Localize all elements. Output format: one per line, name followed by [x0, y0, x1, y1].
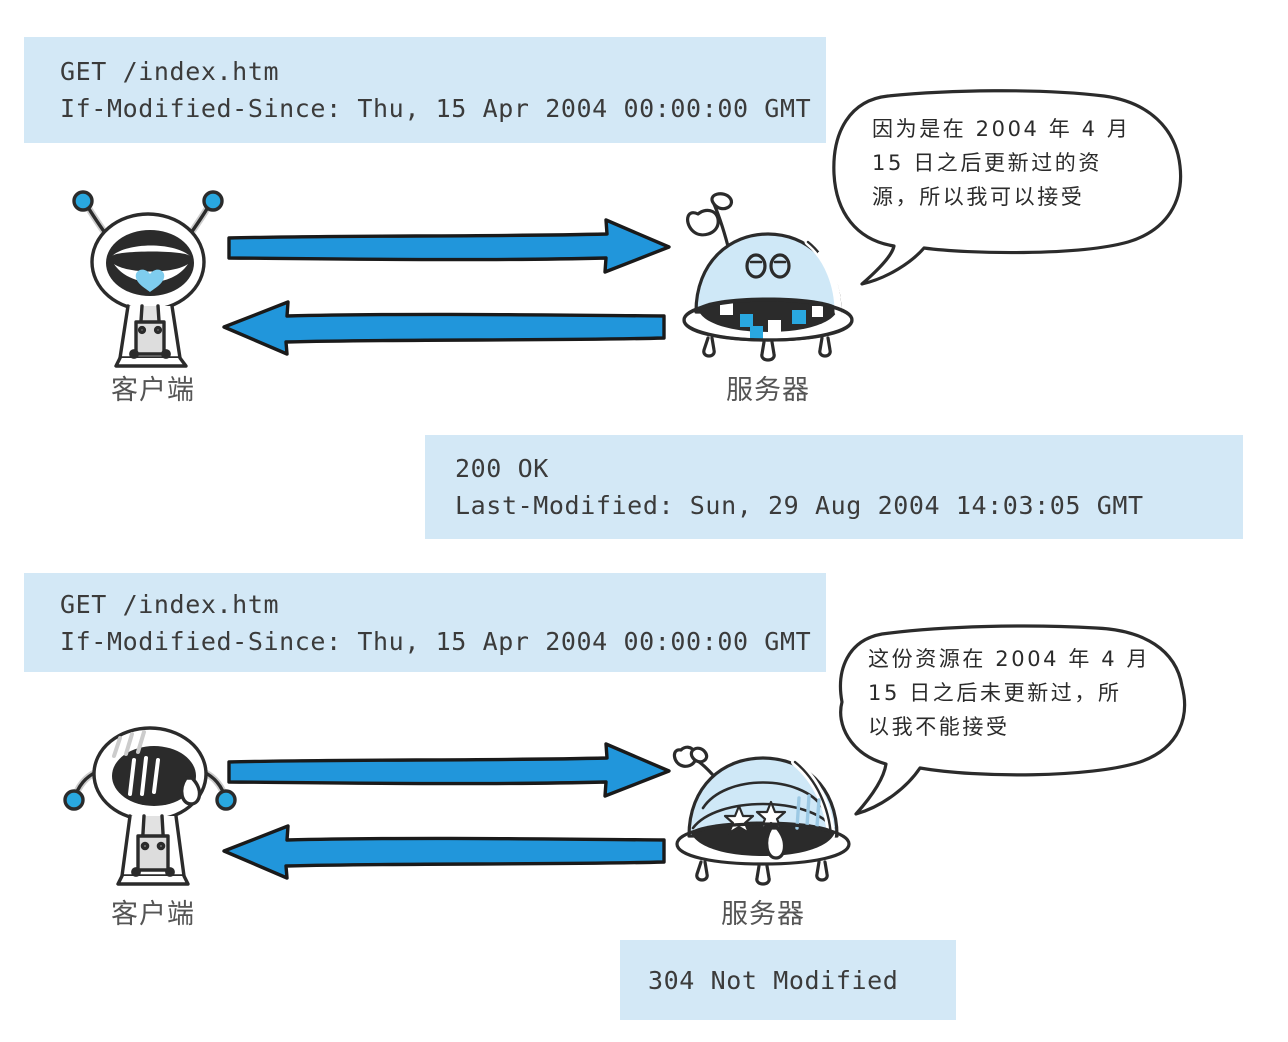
arrow-left-icon [222, 824, 666, 880]
arrow-right-icon [227, 218, 671, 274]
speech-bubble-text-1: 因为是在 2004 年 4 月 15 日之后更新过的资 源，所以我可以接受 [872, 117, 1131, 210]
response-line-header-1: Last-Modified: Sun, 29 Aug 2004 14:03:05… [455, 491, 1144, 520]
happy-server-ufo-icon [682, 192, 854, 362]
request-arrow-2 [225, 742, 675, 802]
response-line-status-1: 200 OK [455, 454, 549, 483]
server-actor-1: 服务器 [668, 190, 868, 420]
speech-bubble-outline-icon [838, 624, 1187, 816]
request-line-method-2: GET /index.htm [60, 589, 280, 619]
speech-bubble-server-1: 因为是在 2004 年 4 月 15 日之后更新过的资 源，所以我可以接受 [828, 88, 1188, 288]
speech-bubble-outline-icon [832, 89, 1183, 286]
sad-server-ufo-icon [672, 745, 851, 886]
client-label-1: 客户端 [111, 375, 195, 406]
server-label-1: 服务器 [726, 375, 810, 406]
speech-bubble-text-2: 这份资源在 2004 年 4 月 15 日之后未更新过，所 以我不能接受 [868, 647, 1151, 740]
response-arrow-2 [218, 822, 668, 882]
client-actor-2: 客户端 [58, 712, 248, 944]
client-actor-1: 客户端 [58, 190, 248, 420]
request-line-header-1: If-Modified-Since: Thu, 15 Apr 2004 00:0… [60, 94, 812, 123]
speech-bubble-server-2: 这份资源在 2004 年 4 月 15 日之后未更新过，所 以我不能接受 [828, 620, 1194, 820]
request-panel-1: GET /index.htm If-Modified-Since: Thu, 1… [24, 37, 826, 143]
arrow-left-icon [222, 300, 666, 356]
response-panel-2: 304 Not Modified [620, 940, 956, 1020]
arrow-right-icon [227, 742, 671, 798]
request-line-method-1: GET /index.htm [60, 57, 280, 86]
response-line-status-2: 304 Not Modified [648, 965, 899, 995]
sad-client-robot-icon [63, 726, 237, 886]
request-line-header-2: If-Modified-Since: Thu, 15 Apr 2004 00:0… [60, 626, 812, 656]
request-panel-2: GET /index.htm If-Modified-Since: Thu, 1… [24, 573, 826, 672]
client-label-2: 客户端 [111, 899, 195, 930]
response-arrow-1 [218, 298, 668, 358]
server-label-2: 服务器 [721, 899, 805, 930]
response-panel-1: 200 OK Last-Modified: Sun, 29 Aug 2004 1… [425, 435, 1243, 539]
request-arrow-1 [225, 218, 675, 278]
happy-client-robot-icon [72, 190, 224, 368]
server-actor-2: 服务器 [663, 712, 863, 944]
